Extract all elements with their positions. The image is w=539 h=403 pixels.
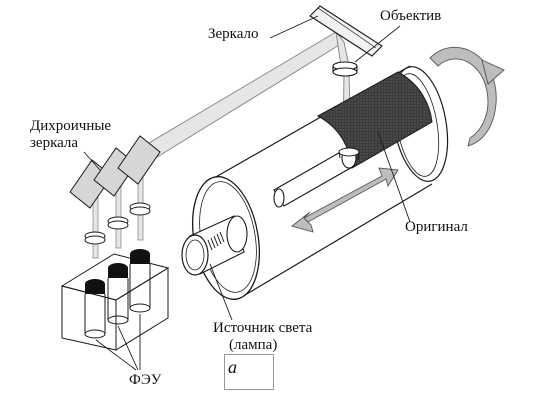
label-objective: Объектив [380,8,442,24]
label-dichroic-line2: зеркала [30,135,79,151]
lamp-filament [207,231,225,251]
leader-mirror [269,15,319,39]
pmt-tube-3 [129,249,151,313]
inner-optical-tube [273,147,360,208]
lamp-assembly [181,215,248,276]
label-pmt: ФЭУ [129,372,162,388]
dichroic-mirror-3 [117,135,161,185]
label-mirror: Зеркало [208,26,259,42]
objective-lens [332,61,358,77]
rotation-arrow-icon [429,47,505,147]
label-dichroic-line1: Дихроичные [30,118,112,134]
original-sheet [316,71,433,169]
label-light-source-line2: (лампа) [229,337,278,353]
leader-lines [83,15,411,371]
top-mirror [309,5,383,57]
pmt-tube-2 [107,263,129,325]
pmt-block [60,249,170,351]
leader-pmt-1 [95,339,137,371]
leader-pmt-2 [117,325,139,371]
panel-letter-box: а [224,354,274,390]
leader-lamp [209,263,233,321]
leader-objective [354,25,401,63]
label-original: Оригинал [405,219,468,235]
pmt-filters [84,202,151,245]
pmt-tube-1 [84,279,106,339]
dichroic-mirrors [69,135,161,209]
leader-original [377,131,411,223]
translation-arrow [291,167,399,233]
label-light-source: Источник света (лампа) [213,320,312,354]
label-light-source-line1: Источник света [213,320,313,336]
leader-dichroic [83,151,101,171]
label-dichroic-mirrors: Дихроичные зеркала [30,118,111,152]
panel-letter: а [228,357,237,377]
